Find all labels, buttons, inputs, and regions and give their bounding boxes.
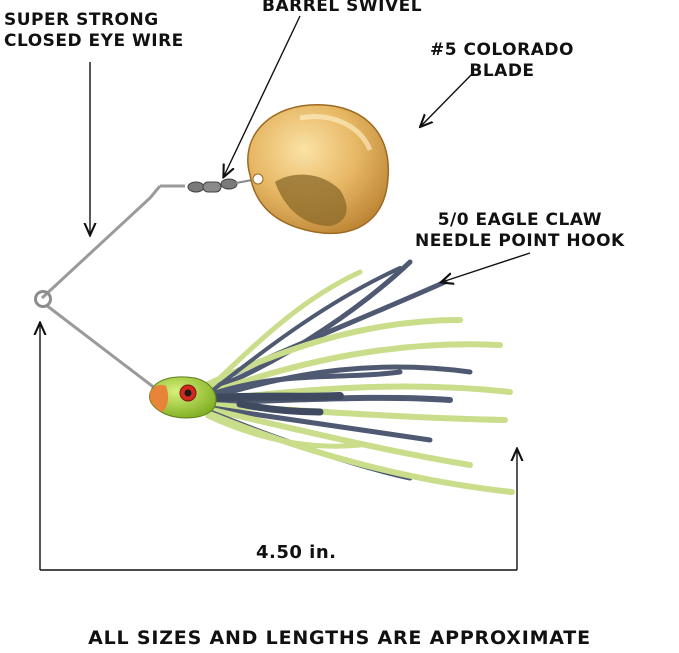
wire-arm: [34, 184, 185, 394]
arrow-hook: [442, 252, 531, 282]
label-hook-line2: NEEDLE POINT HOOK: [415, 231, 625, 251]
label-eye-wire: SUPER STRONG CLOSED EYE WIRE: [4, 10, 184, 52]
label-hook-line1: 5/0 EAGLE CLAW: [437, 210, 603, 230]
label-eye-wire-line1: SUPER STRONG: [4, 10, 159, 30]
length-measurement: 4.50 in.: [256, 542, 337, 563]
label-hook: 5/0 EAGLE CLAW NEEDLE POINT HOOK: [415, 210, 625, 252]
label-blade-line1: #5 COLORADO: [430, 40, 574, 60]
colorado-blade: [247, 104, 390, 235]
skirt: [197, 259, 515, 495]
arrow-swivel: [224, 15, 301, 176]
barrel-swivel: [187, 178, 253, 193]
annotation-arrows: [90, 15, 531, 282]
jig-head: [149, 376, 217, 419]
label-eye-wire-line2: CLOSED EYE WIRE: [4, 31, 184, 51]
label-colorado-blade: #5 COLORADO BLADE: [430, 40, 574, 82]
label-barrel-swivel: BARREL SWIVEL: [262, 0, 423, 16]
approximation-note: ALL SIZES AND LENGTHS ARE APPROXIMATE: [88, 627, 591, 649]
closed-eye-loop: [34, 290, 52, 308]
arrow-blade: [421, 71, 475, 126]
label-blade-line2: BLADE: [469, 61, 535, 81]
length-dimension: [40, 324, 517, 571]
